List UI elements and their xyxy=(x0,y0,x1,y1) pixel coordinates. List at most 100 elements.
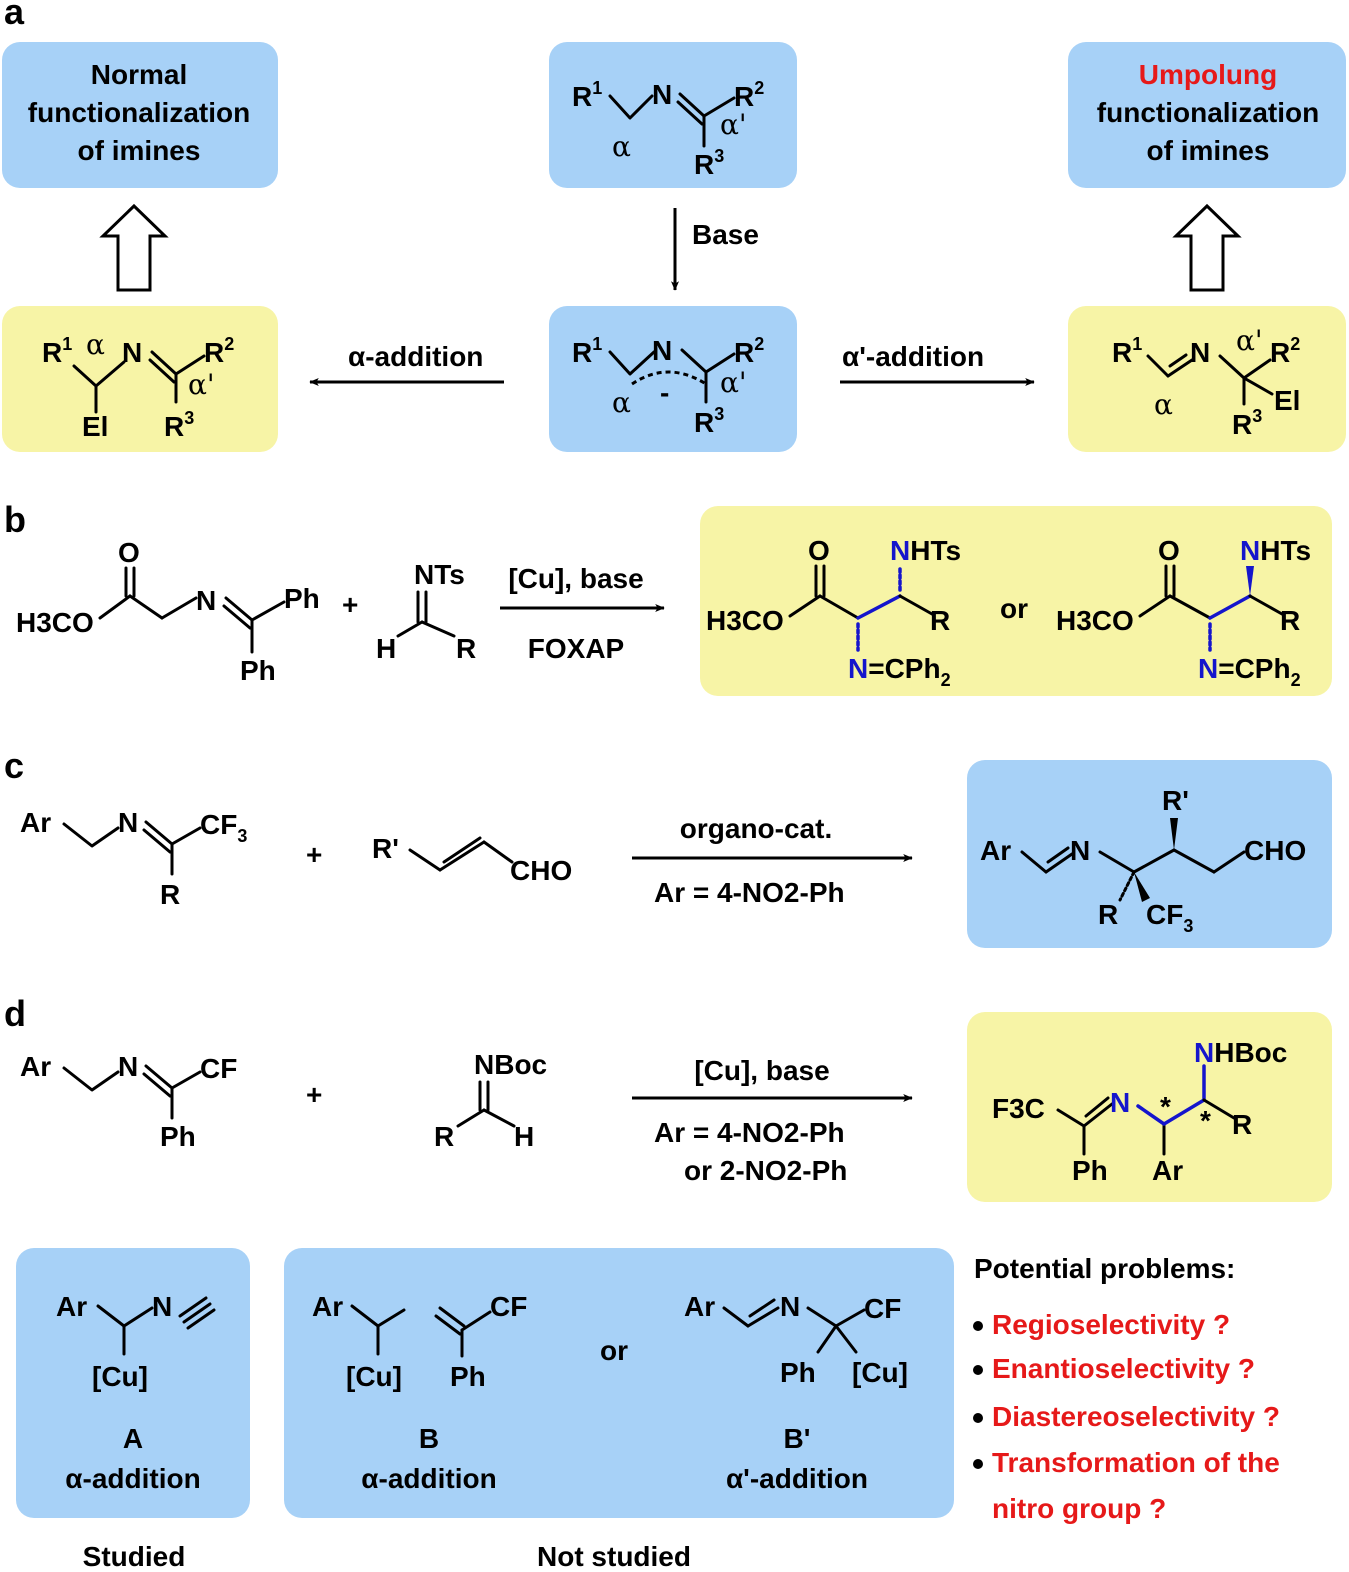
svg-text:H: H xyxy=(376,633,396,664)
or-intermediates: or xyxy=(600,1335,628,1366)
trifluoromethyl-imine-c: Ar N CF3 R xyxy=(20,807,247,910)
svg-text:N: N xyxy=(1110,1087,1130,1118)
intermediate-B-prime-type: α'-addition xyxy=(726,1463,868,1494)
svg-text:N: N xyxy=(652,79,672,110)
svg-text:NBoc: NBoc xyxy=(474,1049,547,1080)
conditions-d-top: [Cu], base xyxy=(694,1055,829,1086)
svg-text:Ph: Ph xyxy=(450,1361,486,1392)
panel-label-d: d xyxy=(4,993,26,1034)
enal-structure: R' CHO xyxy=(372,833,572,886)
svg-text:O: O xyxy=(1158,535,1180,566)
svg-text:H3CO: H3CO xyxy=(16,607,94,638)
svg-text:Ar: Ar xyxy=(312,1291,343,1322)
potential-problems-list: Regioselectivity ? Enantioselectivity ? … xyxy=(973,1309,1280,1524)
svg-text:[Cu]: [Cu] xyxy=(852,1357,908,1388)
svg-text:R: R xyxy=(456,633,476,664)
svg-text:N=CPh2: N=CPh2 xyxy=(848,653,951,690)
svg-text:α': α' xyxy=(188,368,215,401)
svg-text:Ar: Ar xyxy=(684,1291,715,1322)
conditions-b-top: [Cu], base xyxy=(508,563,643,594)
svg-text:R3: R3 xyxy=(694,404,724,438)
not-studied-caption: Not studied xyxy=(537,1541,691,1572)
svg-text:Ar: Ar xyxy=(1152,1155,1183,1186)
normal-line-3: of imines xyxy=(78,135,201,166)
panel-label-b: b xyxy=(4,499,26,540)
alpha-prime-product-box xyxy=(1068,306,1346,452)
svg-text:R: R xyxy=(160,879,180,910)
svg-text:NHTs: NHTs xyxy=(890,535,961,566)
svg-text:O: O xyxy=(118,537,140,568)
umpolung-line-3: of imines xyxy=(1147,135,1270,166)
svg-text:R': R' xyxy=(372,833,399,864)
svg-text:F3C: F3C xyxy=(992,1093,1045,1124)
svg-text:α': α' xyxy=(1236,324,1263,357)
svg-text:Ph: Ph xyxy=(780,1357,816,1388)
problem-nitro-line-2: nitro group ? xyxy=(992,1493,1166,1524)
svg-text:R3: R3 xyxy=(694,146,724,180)
svg-text:Ar: Ar xyxy=(20,1051,51,1082)
svg-text:CF: CF xyxy=(490,1291,527,1322)
svg-text:Ph: Ph xyxy=(1072,1155,1108,1186)
umpolung-word: Umpolung xyxy=(1139,59,1277,90)
conditions-d-mid: Ar = 4-NO2-Ph xyxy=(654,1117,845,1148)
svg-text:N: N xyxy=(652,335,672,366)
svg-text:H3CO: H3CO xyxy=(706,605,784,636)
umpolung-line-2: functionalization xyxy=(1097,97,1319,128)
svg-text:NTs: NTs xyxy=(414,559,465,590)
sulfonyl-imine-structure: NTs H R xyxy=(376,559,476,664)
svg-text:CHO: CHO xyxy=(510,855,572,886)
svg-text:El: El xyxy=(82,411,108,442)
svg-text:R2: R2 xyxy=(204,334,234,368)
product-c-structure: Ar N R' CHO R CF3 xyxy=(980,785,1306,936)
svg-text:R2: R2 xyxy=(1270,334,1300,368)
normal-line-1: Normal xyxy=(91,59,187,90)
svg-text:El: El xyxy=(1274,385,1300,416)
product-box-c xyxy=(967,760,1332,948)
svg-text:R: R xyxy=(1280,605,1300,636)
product-box-d xyxy=(967,1012,1332,1202)
svg-text:R1: R1 xyxy=(42,334,72,368)
normal-line-2: functionalization xyxy=(28,97,250,128)
intermediate-A-letter: A xyxy=(123,1423,143,1454)
svg-text:α': α' xyxy=(720,366,747,399)
alpha-addition-label: α-addition xyxy=(348,341,483,372)
svg-text:Ph: Ph xyxy=(240,655,276,686)
intermediate-B-prime-structure: Ar N CF Ph [Cu] xyxy=(684,1291,908,1388)
alpha-prime-addition-label: α'-addition xyxy=(842,341,984,372)
svg-text:*: * xyxy=(1200,1105,1211,1136)
potential-problems-title: Potential problems: xyxy=(974,1253,1235,1284)
svg-text:R3: R3 xyxy=(164,408,194,442)
plus-d: + xyxy=(306,1079,322,1110)
svg-text:R: R xyxy=(1232,1109,1252,1140)
svg-text:Ar: Ar xyxy=(20,807,51,838)
conditions-c-top: organo-cat. xyxy=(680,813,832,844)
svg-text:CF: CF xyxy=(864,1293,901,1324)
svg-text:[Cu]: [Cu] xyxy=(346,1361,402,1392)
svg-text:R1: R1 xyxy=(572,78,602,112)
svg-text:R: R xyxy=(1098,899,1118,930)
hollow-up-arrow-right xyxy=(1172,203,1242,292)
intermediate-B-structure: Ar [Cu] CF Ph xyxy=(312,1291,527,1392)
svg-text:R3: R3 xyxy=(1232,406,1262,440)
product-b-left: O H3CO NHTs R N=CPh2 xyxy=(706,535,961,690)
svg-text:NHBoc: NHBoc xyxy=(1194,1037,1287,1068)
svg-text:*: * xyxy=(1160,1091,1171,1122)
svg-text:O: O xyxy=(808,535,830,566)
problem-enantioselectivity: Enantioselectivity ? xyxy=(992,1353,1255,1384)
plus-b: + xyxy=(342,589,358,620)
svg-text:N: N xyxy=(1070,835,1090,866)
svg-text:Ar: Ar xyxy=(980,835,1011,866)
intermediate-A-structure: Ar N [Cu] xyxy=(56,1291,216,1392)
normal-functionalization-box xyxy=(2,42,278,188)
svg-text:R2: R2 xyxy=(734,78,764,112)
studied-caption: Studied xyxy=(83,1541,186,1572)
svg-text:N: N xyxy=(152,1291,172,1322)
svg-text:N: N xyxy=(118,1051,138,1082)
svg-text:N: N xyxy=(122,337,142,368)
glycine-imine-structure: O H3CO N Ph Ph xyxy=(16,537,320,686)
intermediate-B-letter: B xyxy=(419,1423,439,1454)
svg-text:R: R xyxy=(930,605,950,636)
svg-text:Ph: Ph xyxy=(160,1121,196,1152)
svg-text:α: α xyxy=(612,386,631,419)
panel-label-a: a xyxy=(4,0,25,32)
